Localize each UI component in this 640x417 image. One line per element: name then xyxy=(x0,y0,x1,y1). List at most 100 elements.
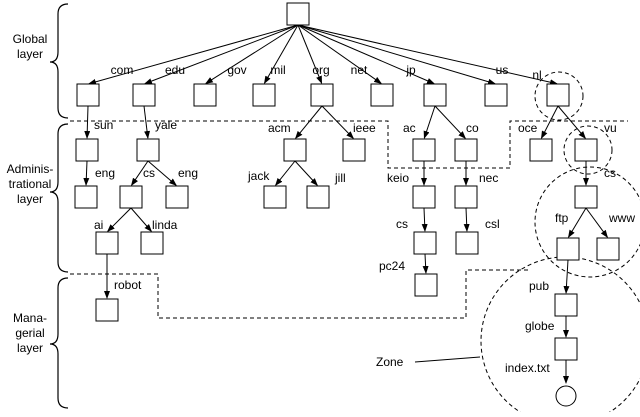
edge-root-us xyxy=(297,24,497,85)
layer-label-global-line-1: layer xyxy=(17,47,43,61)
zone-circle-vu xyxy=(563,125,613,175)
node-vu xyxy=(574,138,598,162)
node-cs2 xyxy=(413,231,437,255)
label-ai: ai xyxy=(94,218,103,232)
label-nec: nec xyxy=(479,171,498,185)
node-oce xyxy=(529,138,553,162)
brace-managerial xyxy=(49,277,69,409)
node-cs3 xyxy=(574,185,598,209)
label-nl: nl xyxy=(532,68,541,82)
node-ieee xyxy=(342,138,366,162)
zone-pointer-line xyxy=(414,356,481,363)
node-sun xyxy=(75,138,99,162)
node-mil xyxy=(252,83,276,107)
label-vu: vu xyxy=(604,121,617,135)
label-eng1: eng xyxy=(95,166,115,180)
admin-managerial-boundary xyxy=(70,269,528,319)
node-ac xyxy=(412,138,436,162)
label-jack: jack xyxy=(247,169,270,183)
label-com: com xyxy=(111,63,134,77)
node-robot xyxy=(95,298,119,322)
global-admin-boundary xyxy=(70,120,628,169)
label-cs1: cs xyxy=(143,166,155,180)
edge-root-nl xyxy=(297,24,558,86)
node-net xyxy=(370,83,394,107)
label-cs3: cs xyxy=(604,166,616,180)
label-robot: robot xyxy=(114,278,142,292)
edge-ftp-pub xyxy=(563,259,570,295)
node-index xyxy=(555,385,577,407)
edge-root-com xyxy=(87,24,299,85)
edge-cs1-ai xyxy=(107,207,132,232)
node-gov xyxy=(193,83,217,107)
label-co: co xyxy=(466,121,479,135)
node-us xyxy=(484,83,508,107)
label-linda: linda xyxy=(152,218,178,232)
label-gov: gov xyxy=(227,63,246,77)
namespace-nodes xyxy=(74,2,620,407)
edge-cs2-pc24 xyxy=(422,253,429,275)
edge-sun-eng1 xyxy=(83,160,90,186)
edge-org-acm xyxy=(295,105,323,140)
node-nl xyxy=(546,83,570,107)
label-keio: keio xyxy=(387,171,409,185)
node-pc24 xyxy=(414,273,438,297)
label-yale: yale xyxy=(155,118,177,132)
edge-acm-jack xyxy=(274,160,296,187)
node-com xyxy=(76,83,100,107)
layer-boundaries xyxy=(70,120,628,319)
label-index: index.txt xyxy=(505,361,550,375)
label-acm: acm xyxy=(268,121,291,135)
node-jp xyxy=(423,83,447,107)
label-csl: csl xyxy=(485,217,500,231)
zone-label: Zone xyxy=(376,355,404,369)
node-pub xyxy=(554,293,578,317)
layer-braces xyxy=(49,3,69,409)
node-eng2 xyxy=(165,185,189,209)
edge-nl-vu xyxy=(557,105,587,139)
node-ai xyxy=(95,231,119,255)
edge-keio-cs2 xyxy=(421,207,428,233)
layer-label-managerial-line-1: gerial xyxy=(15,326,44,340)
label-sun: sun xyxy=(94,118,113,132)
node-co xyxy=(454,138,478,162)
node-jack xyxy=(263,185,287,209)
edge-jp-ac xyxy=(423,105,436,139)
node-yale xyxy=(136,138,160,162)
node-root xyxy=(286,2,310,26)
zone-circle-nl xyxy=(534,71,584,121)
edge-root-org xyxy=(297,24,323,85)
node-linda xyxy=(140,231,164,255)
label-cs2: cs xyxy=(396,217,408,231)
edge-cs3-ftp xyxy=(567,207,587,238)
node-cs1 xyxy=(119,185,143,209)
label-pub: pub xyxy=(529,279,549,293)
layer-label-administrational-line-0: Adminis- xyxy=(7,162,54,176)
node-csl xyxy=(455,231,479,255)
label-ieee: ieee xyxy=(353,121,376,135)
edge-cs1-linda xyxy=(130,207,152,232)
edge-nl-oce xyxy=(540,105,559,139)
layer-label-administrational-line-1: trational xyxy=(9,177,52,191)
node-eng1 xyxy=(74,185,98,209)
edge-org-ieee xyxy=(321,105,355,140)
node-nec xyxy=(454,185,478,209)
label-ac: ac xyxy=(403,121,416,135)
label-globe: globe xyxy=(525,319,555,333)
brace-administrational xyxy=(49,123,69,273)
node-keio xyxy=(412,185,436,209)
edge-root-edu xyxy=(143,24,299,85)
label-edu: edu xyxy=(165,63,185,77)
node-www xyxy=(596,237,620,261)
edge-jp-co xyxy=(434,105,467,139)
node-edu xyxy=(132,83,156,107)
edge-root-gov xyxy=(204,24,299,85)
edge-root-jp xyxy=(297,24,435,85)
layer-label-global-line-0: Global xyxy=(13,32,48,46)
layer-label-administrational-line-2: layer xyxy=(17,192,43,206)
node-jill xyxy=(306,185,330,209)
edge-root-mil xyxy=(263,24,299,84)
